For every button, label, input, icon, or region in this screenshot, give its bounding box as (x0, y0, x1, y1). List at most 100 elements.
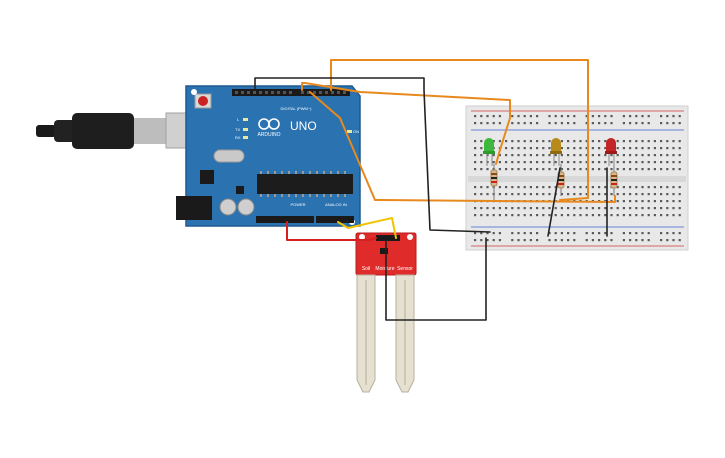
breadboard-hole (554, 186, 557, 189)
wire-orange-led-green[interactable] (301, 82, 511, 165)
breadboard[interactable] (465, 105, 689, 251)
breadboard-hole (678, 147, 681, 150)
breadboard-hole (604, 115, 607, 118)
breadboard-hole (536, 232, 539, 235)
reset-button[interactable] (198, 96, 208, 106)
breadboard-hole (672, 232, 675, 235)
wire-orange-led-red[interactable] (330, 59, 589, 201)
led-yellow[interactable] (550, 138, 562, 154)
resistor-1[interactable] (490, 164, 498, 200)
breadboard-hole (629, 168, 632, 171)
breadboard-hole (523, 239, 526, 242)
breadboard-hole (567, 115, 570, 118)
breadboard-hole (585, 122, 588, 125)
breadboard-hole (598, 168, 601, 171)
led-red[interactable] (605, 138, 617, 154)
breadboard-hole (604, 207, 607, 210)
breadboard-hole (523, 214, 526, 217)
breadboard-hole (629, 193, 632, 196)
led-green-rim (483, 151, 495, 154)
breadboard-hole (474, 115, 477, 118)
breadboard-hole (678, 122, 681, 125)
breadboard-hole (560, 122, 563, 125)
breadboard-hole (542, 147, 545, 150)
breadboard-hole (517, 214, 520, 217)
breadboard-hole (573, 193, 576, 196)
breadboard-hole (567, 154, 570, 157)
breadboard-hole (672, 214, 675, 217)
breadboard-hole (492, 115, 495, 118)
breadboard-hole (567, 232, 570, 235)
breadboard-hole (560, 207, 563, 210)
breadboard-hole (529, 186, 532, 189)
breadboard-hole (523, 140, 526, 143)
breadboard-hole (660, 239, 663, 242)
breadboard-hole (604, 140, 607, 143)
breadboard-hole (573, 147, 576, 150)
breadboard-hole (585, 239, 588, 242)
breadboard-hole (548, 214, 551, 217)
wire-black-ground[interactable] (254, 77, 491, 233)
breadboard-hole (653, 154, 656, 157)
breadboard-hole (474, 161, 477, 164)
breadboard-hole (480, 193, 483, 196)
breadboard-hole (548, 186, 551, 189)
breadboard-hole (635, 122, 638, 125)
breadboard-hole (492, 214, 495, 217)
breadboard-hole (529, 168, 532, 171)
breadboard-hole (629, 161, 632, 164)
breadboard-hole (672, 186, 675, 189)
breadboard-hole (660, 200, 663, 203)
breadboard-hole (480, 147, 483, 150)
breadboard-hole (641, 239, 644, 242)
breadboard-hole (517, 161, 520, 164)
usb-cable[interactable] (36, 112, 193, 149)
wire-red-power[interactable] (286, 221, 377, 241)
breadboard-hole (573, 115, 576, 118)
breadboard-hole (511, 154, 514, 157)
breadboard-hole (474, 168, 477, 171)
wire-black-sensor-ground[interactable] (385, 237, 487, 321)
breadboard-hole (610, 161, 613, 164)
breadboard-hole (641, 140, 644, 143)
breadboard-hole (511, 140, 514, 143)
dc-power-jack (176, 196, 212, 220)
led-yellow-body (551, 138, 561, 152)
breadboard-hole (474, 207, 477, 210)
breadboard-hole (622, 214, 625, 217)
breadboard-hole (579, 168, 582, 171)
breadboard-hole (610, 239, 613, 242)
led-green[interactable] (483, 138, 495, 154)
breadboard-hole (554, 232, 557, 235)
wires (254, 59, 616, 321)
breadboard-hole (548, 168, 551, 171)
breadboard-hole (548, 147, 551, 150)
on-led (347, 130, 352, 133)
breadboard-hole (529, 147, 532, 150)
breadboard-hole (542, 207, 545, 210)
breadboard-hole (498, 186, 501, 189)
breadboard-hole (591, 161, 594, 164)
breadboard-hole (629, 115, 632, 118)
wire-black-led-yellow[interactable] (547, 167, 561, 237)
breadboard-hole (505, 207, 508, 210)
breadboard-hole (622, 239, 625, 242)
breadboard-hole (554, 161, 557, 164)
wire-yellow-signal[interactable] (337, 217, 397, 239)
breadboard-hole (678, 239, 681, 242)
breadboard-hole (560, 239, 563, 242)
breadboard-hole (641, 200, 644, 203)
sensor-header (376, 235, 400, 241)
breadboard-hole (474, 214, 477, 217)
arduino-uno-board[interactable]: DIGITAL (PWM~) ARDUINO UNO L TX RX ON (176, 85, 361, 227)
breadboard-hole (672, 122, 675, 125)
breadboard-hole (511, 214, 514, 217)
wire-orange-led-yellow[interactable] (309, 91, 616, 203)
resistor-3[interactable] (610, 164, 618, 196)
breadboard-hole (529, 207, 532, 210)
breadboard-hole (610, 193, 613, 196)
breadboard-hole (480, 154, 483, 157)
breadboard-hole (567, 214, 570, 217)
breadboard-hole (536, 122, 539, 125)
breadboard-hole (474, 154, 477, 157)
